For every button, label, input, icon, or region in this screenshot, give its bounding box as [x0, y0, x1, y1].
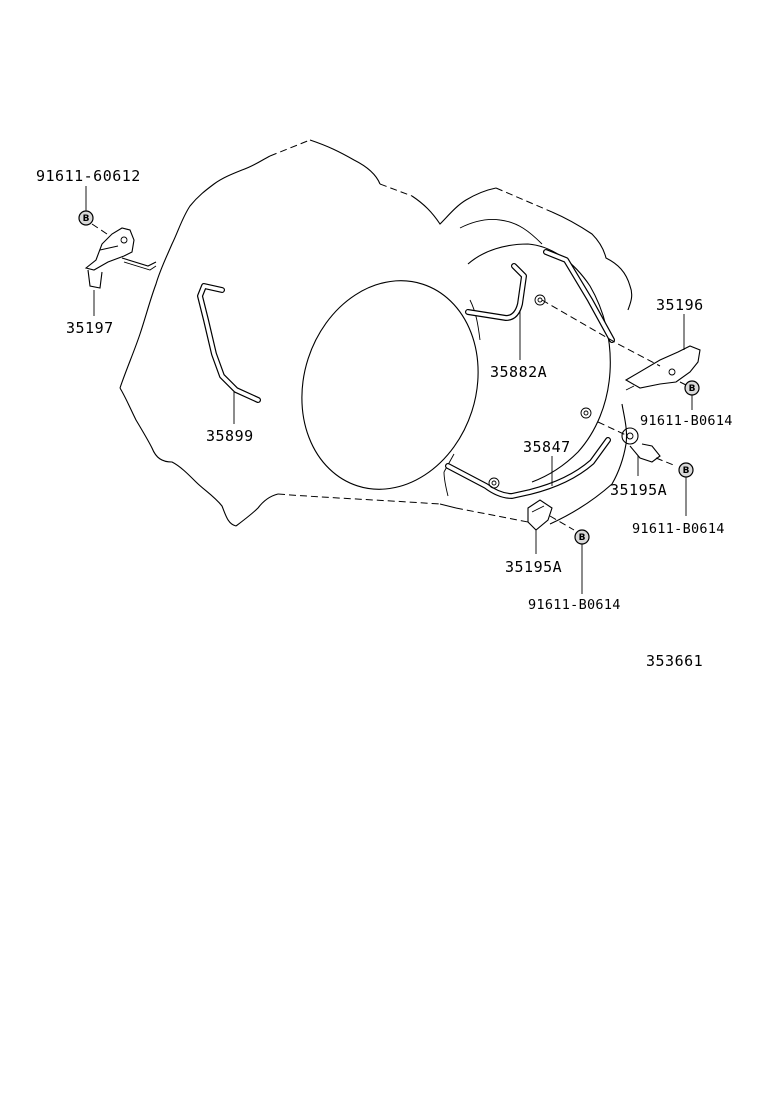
pipe-35847: [445, 437, 611, 499]
svg-text:B: B: [689, 384, 696, 394]
bolt-badge-bottom: B: [574, 529, 590, 545]
transmission-housing: [119, 139, 633, 527]
label-bolt-upper-left: 91611-60612: [36, 167, 141, 185]
label-bolt-bottom: 91611-B0614: [528, 597, 621, 613]
label-clamp-right: 35195A: [610, 481, 667, 499]
mounting-holes: [488, 294, 592, 489]
label-bracket-right: 35196: [656, 296, 704, 314]
clamp-35195A-right: [621, 427, 661, 463]
label-pipe-lower: 35847: [523, 438, 571, 456]
pipe-35882A: [465, 249, 615, 343]
bolt-badge-right-lower: B: [678, 462, 694, 478]
bracket-35197: [84, 227, 157, 289]
label-bracket-left: 35197: [66, 319, 114, 337]
svg-text:B: B: [579, 533, 586, 543]
bolt-badge-right-upper: B: [684, 380, 700, 396]
svg-text:B: B: [83, 214, 90, 224]
label-tube-center: 35899: [206, 427, 254, 445]
clamp-35195A-bottom: [527, 499, 553, 531]
label-bolt-right-lower: 91611-B0614: [632, 521, 725, 537]
diagram-reference-number: 353661: [646, 652, 703, 670]
tube-35899: [197, 283, 261, 403]
bracket-35196: [624, 345, 701, 391]
alignment-lines: [91, 223, 689, 531]
leader-lines: [85, 186, 693, 594]
bolt-badge-upper-left: B: [78, 210, 94, 226]
svg-text:B: B: [683, 466, 690, 476]
bell-housing-opening: [301, 280, 479, 490]
label-bolt-right-upper: 91611-B0614: [640, 413, 733, 429]
label-clamp-bottom: 35195A: [505, 558, 562, 576]
label-pipe-upper: 35882A: [490, 363, 547, 381]
